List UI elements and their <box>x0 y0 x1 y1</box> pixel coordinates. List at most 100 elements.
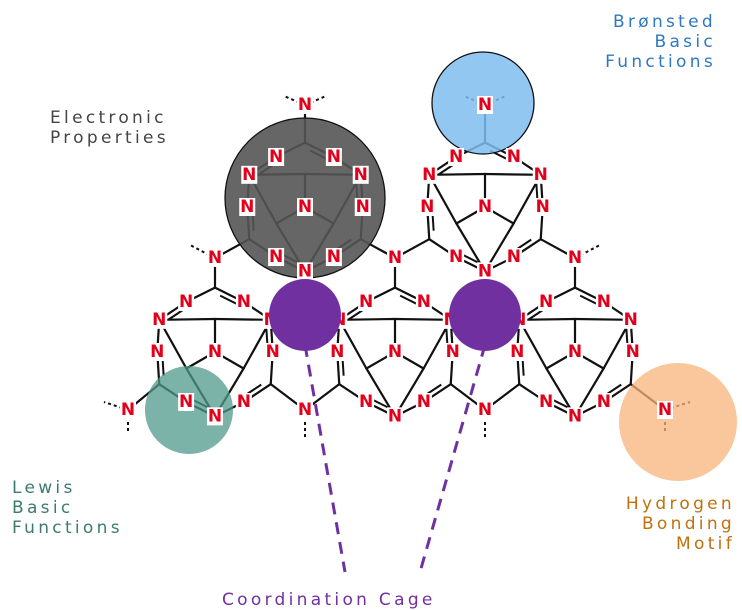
atom-bg <box>509 343 526 361</box>
double-bond <box>553 399 571 410</box>
atom-bg <box>477 198 493 216</box>
atom-bg <box>477 401 493 419</box>
atom-bg <box>595 292 612 311</box>
nitrogen-atom: N <box>327 247 341 267</box>
hydrogen-bonding-motif-label: Hydrogen Bonding Motif <box>575 494 735 554</box>
nitrogen-atom: N <box>237 292 251 312</box>
nitrogen-atom: N <box>417 292 431 312</box>
atom-bg <box>622 310 639 329</box>
nitrogen-atom: N <box>510 342 524 362</box>
nitrogen-atom: N <box>242 165 256 185</box>
nitrogen-atom: N <box>478 197 492 217</box>
nitrogen-atom: N <box>208 342 222 362</box>
atom-bg <box>444 343 461 361</box>
highlights <box>145 51 737 481</box>
atom-bg <box>477 96 493 114</box>
dashed-stub <box>283 95 306 106</box>
atom-bg <box>207 249 223 267</box>
double-bond <box>219 294 237 305</box>
nitrogen-atom: N <box>417 392 431 412</box>
atom-bg <box>567 343 583 361</box>
double-bond <box>348 308 365 321</box>
atom-bg <box>352 165 369 184</box>
nitrogen-atoms: NNNNNNNNNNNNNNNNNNNNNNNNNNNNNNNNNNNNNNNN… <box>120 95 673 426</box>
coordination-cage-label: Coordination Cage <box>222 590 436 610</box>
nitrogen-atom: N <box>354 165 368 185</box>
atom-bg <box>268 248 285 267</box>
lewis-line-3: Functions <box>12 518 123 538</box>
atom-bg <box>534 198 551 216</box>
nitrogen-atom: N <box>298 400 312 420</box>
nitrogen-atom: N <box>208 248 222 268</box>
coordination-cage-pore-left <box>269 279 341 351</box>
atom-bg <box>297 262 313 281</box>
atom-bg <box>235 393 252 412</box>
bond <box>428 172 487 176</box>
atom-bg <box>567 249 583 267</box>
atom-bg <box>178 292 195 311</box>
nitrogen-atom: N <box>388 406 402 426</box>
coordination-cage-pore-right <box>449 279 521 351</box>
atom-bg <box>239 198 256 216</box>
atom-bg <box>264 343 281 361</box>
nitrogen-atom: N <box>597 292 611 312</box>
atom-bg <box>151 310 168 329</box>
atom-bg <box>415 292 432 311</box>
atom-bg <box>657 401 673 419</box>
double-bond <box>168 308 185 321</box>
nitrogen-atom: N <box>478 95 492 115</box>
electronic-properties-label: Electronic Properties <box>50 108 169 148</box>
atom-bg <box>268 147 285 166</box>
atom-bg <box>567 407 583 426</box>
double-bond <box>438 163 455 176</box>
dashed-stub <box>103 401 129 411</box>
atom-bg <box>595 393 612 412</box>
atom-bg <box>329 343 346 361</box>
nitrogen-atom: N <box>298 197 312 217</box>
nitrogen-atom: N <box>422 165 436 185</box>
atom-bg <box>207 407 223 426</box>
double-bond <box>399 294 417 305</box>
atom-bg <box>178 393 195 412</box>
hydrogen-line-3: Motif <box>676 534 735 554</box>
nitrogen-atom: N <box>208 406 222 426</box>
nitrogen-atom: N <box>327 147 341 167</box>
nitrogen-atom: N <box>539 292 553 312</box>
bond <box>393 317 452 321</box>
nitrogen-atom: N <box>568 342 582 362</box>
dashed-stub <box>189 244 216 259</box>
atom-bg <box>325 147 342 166</box>
nitrogen-atom: N <box>356 197 370 217</box>
atom-bg <box>149 343 166 361</box>
coordination-cage <box>269 279 521 573</box>
nitrogen-atom: N <box>478 400 492 420</box>
atom-bg <box>532 165 549 184</box>
dashed-stub <box>304 95 327 106</box>
double-bond <box>515 238 532 251</box>
bond <box>158 317 217 321</box>
nitrogen-atom: N <box>269 147 283 167</box>
nitrogen-atom: N <box>388 248 402 268</box>
atom-bg <box>538 393 555 412</box>
nitrogen-atom: N <box>568 406 582 426</box>
nitrogen-atom: N <box>179 392 193 412</box>
double-bond <box>373 399 391 410</box>
nitrogen-atom: N <box>266 342 280 362</box>
bronsted-line-3: Functions <box>605 52 716 72</box>
nitrogen-atom: N <box>624 310 638 330</box>
nitrogen-atom: N <box>658 400 672 420</box>
nitrogen-atom: N <box>359 292 373 312</box>
nitrogen-atom: N <box>568 248 582 268</box>
atom-bg <box>387 407 403 426</box>
nitrogen-atom: N <box>446 342 460 362</box>
nitrogen-atom: N <box>478 261 492 281</box>
nitrogen-atom: N <box>152 310 166 330</box>
nitrogen-atom: N <box>536 197 550 217</box>
atom-bg <box>207 343 223 361</box>
hydrogen-highlight <box>619 363 737 481</box>
nitrogen-atom: N <box>237 392 251 412</box>
double-bond <box>245 383 262 396</box>
atom-bg <box>358 292 375 311</box>
cage-pointer-right <box>418 344 487 573</box>
